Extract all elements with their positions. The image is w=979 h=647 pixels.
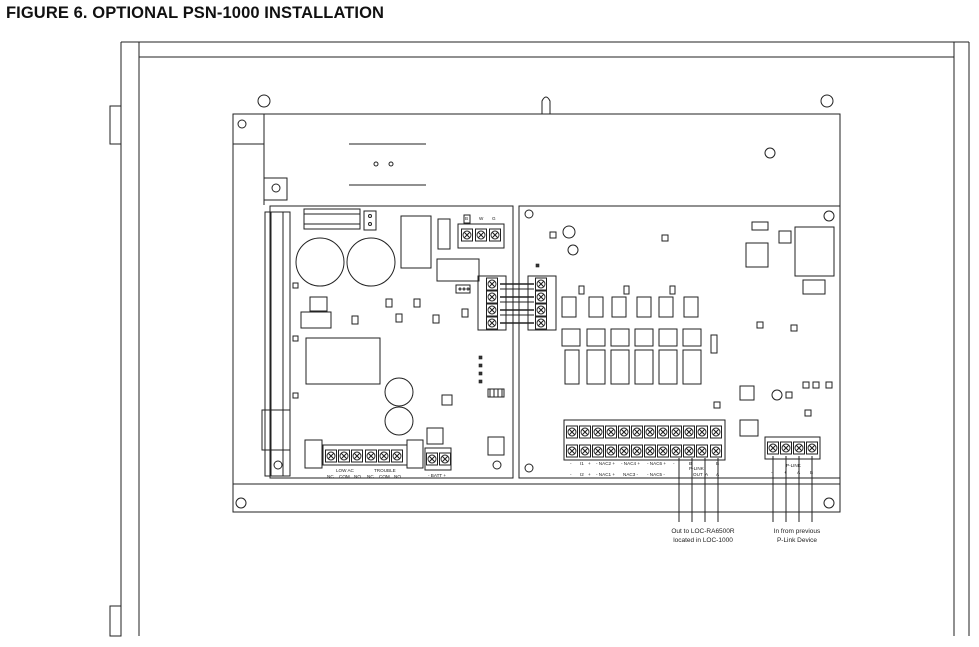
nac-label-lower-8: OUT — [693, 472, 703, 477]
callout-in-line1: In from previous — [774, 528, 821, 535]
nac-label-lower-7: P-LINK — [689, 466, 705, 471]
nac-expander-board — [518, 205, 841, 479]
trouble-contact-nc: NC — [367, 474, 374, 479]
nac-label-lower-1: I2 — [580, 472, 584, 477]
terminal-label-w: W — [479, 216, 484, 221]
backplate — [232, 94, 841, 513]
nac-lower-terminals — [565, 444, 723, 458]
battery-label: - BATT + — [428, 473, 446, 478]
callout-in-line2: P-Link Device — [777, 537, 817, 544]
low-ac-contact-com: COM — [339, 474, 350, 479]
power-supply-board — [261, 205, 514, 479]
nac-label-upper-7: B — [689, 461, 692, 466]
nac-label-upper-4: - NAC4 + — [621, 461, 640, 466]
field-wiring-in — [772, 456, 813, 522]
callout-out-line2: located in LOC-1000 — [673, 537, 733, 544]
nac-label-upper-2: + — [588, 461, 591, 466]
nac-label-lower-4: NAC3 - — [623, 472, 639, 477]
enclosure-cabinet — [109, 41, 970, 637]
board-interconnect — [477, 275, 557, 331]
low-ac-contact-no: NO — [354, 474, 361, 479]
nac-label-upper-0: - — [570, 461, 572, 466]
trouble-contact-com: COM — [379, 474, 390, 479]
figure-title: FIGURE 6. OPTIONAL PSN-1000 INSTALLATION — [6, 4, 385, 22]
nac-upper-terminals — [565, 425, 723, 439]
plink-terminal-minus: - — [771, 470, 773, 475]
terminal-label-b: B — [465, 216, 468, 221]
callout-out-line1: Out to LOC-RA6500R — [671, 528, 735, 535]
low-ac-label: LOW AC — [336, 468, 355, 473]
nac-label-upper-1: I1 — [580, 461, 584, 466]
nac-label-lower-5: - NAC5 - — [647, 472, 665, 477]
trouble-label: TROUBLE — [374, 468, 396, 473]
low-ac-contact-nc: NC — [327, 474, 334, 479]
nac-label-upper-3: - NAC2 + — [596, 461, 615, 466]
nac-label-lower-3: - NAC1 + — [596, 472, 615, 477]
nac-label-lower-9: A — [705, 472, 709, 477]
nac-label-upper-6: - — [673, 461, 675, 466]
plink-label: P-LINK — [786, 463, 802, 468]
nac-label-upper-5: - NAC6 + — [647, 461, 666, 466]
nac-label-lower-0: - — [570, 472, 572, 477]
nac-label-lower-2: + — [588, 472, 591, 477]
terminal-label-g: G — [492, 216, 496, 221]
field-wiring-out — [678, 458, 719, 522]
trouble-contact-no: NO — [394, 474, 401, 479]
